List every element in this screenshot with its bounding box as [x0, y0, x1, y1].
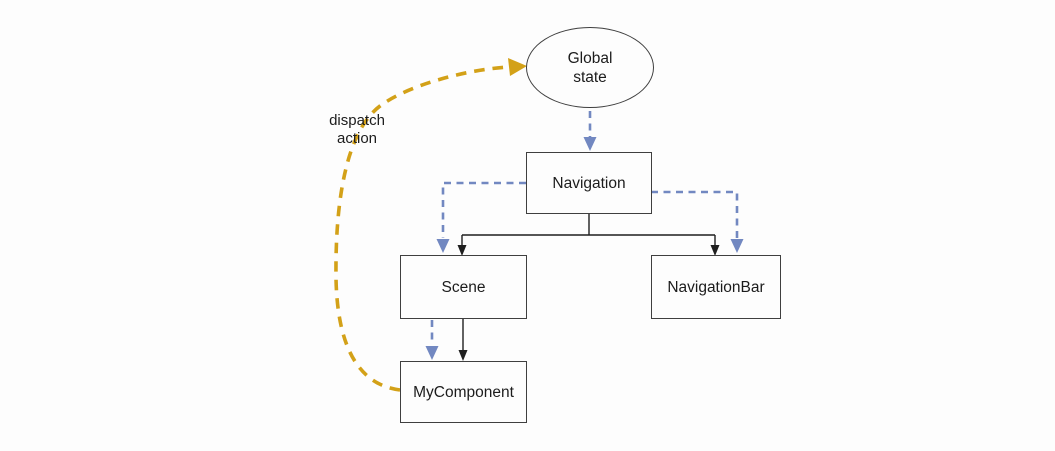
arrowhead-scene-to-mycomponent-solid — [458, 350, 468, 361]
edge-navigation-children-tree — [461, 214, 716, 245]
node-scene-label: Scene — [441, 278, 486, 296]
edge-dispatch-action — [334, 65, 511, 392]
arrowhead-scene-to-mycomponent-dashed — [425, 346, 439, 360]
node-my-component-label: MyComponent — [413, 383, 514, 401]
edge-navigation-to-navigationbar-dashed — [651, 190, 739, 238]
node-scene: Scene — [400, 255, 527, 319]
arrowhead-navigation-to-scene-solid — [457, 245, 467, 256]
arrowhead-dispatch-action — [508, 58, 527, 76]
node-global-state-label: Global state — [567, 49, 613, 86]
arrowhead-navigation-to-navigationbar-dashed — [730, 239, 744, 253]
arrowhead-navigation-to-scene-dashed — [436, 239, 450, 253]
node-my-component: MyComponent — [400, 361, 527, 423]
node-navigation-bar: NavigationBar — [651, 255, 781, 319]
arrowhead-globalstate-to-navigation — [583, 137, 597, 151]
node-navigation-label: Navigation — [552, 174, 626, 192]
edge-navigation-to-scene-dashed — [441, 181, 526, 238]
arrowhead-navigation-to-navigationbar-solid — [710, 245, 720, 256]
edge-label-dispatch-action: dispatch action — [329, 112, 385, 147]
node-global-state: Global state — [526, 27, 654, 108]
node-navigation: Navigation — [526, 152, 652, 214]
node-navigation-bar-label: NavigationBar — [667, 278, 765, 296]
